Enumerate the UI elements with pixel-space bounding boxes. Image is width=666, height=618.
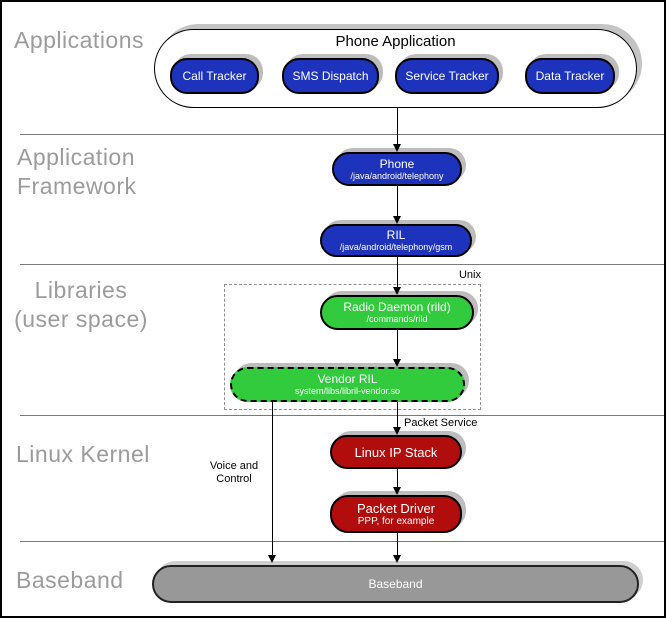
connector-ril-radiodaemon bbox=[397, 257, 398, 288]
node-vendor-ril: Vendor RIL system/libs/libril-vendor.so bbox=[230, 367, 465, 402]
node-vendor-ril-title: Vendor RIL bbox=[317, 372, 378, 386]
section-label-linux-kernel: Linux Kernel bbox=[16, 441, 150, 467]
connector-phoneapp-phone bbox=[397, 108, 398, 146]
arrowhead-baseband-packet bbox=[393, 555, 401, 563]
unix-dashed-box bbox=[224, 284, 481, 410]
node-service-tracker: Service Tracker bbox=[395, 58, 499, 94]
node-sms-dispatch: SMS Dispatch bbox=[282, 58, 379, 94]
arrowhead-baseband-voice bbox=[268, 555, 276, 563]
connector-phone-ril bbox=[397, 186, 398, 218]
section-label-libraries: Libraries (user space) bbox=[14, 277, 148, 332]
node-baseband-title: Baseband bbox=[368, 577, 423, 591]
arrowhead-phone bbox=[393, 144, 401, 152]
node-packet-driver-subtitle: PPP, for example bbox=[357, 515, 435, 527]
section-label-baseband: Baseband bbox=[16, 567, 124, 593]
arrowhead-ip-stack bbox=[393, 427, 401, 435]
phone-application-title: Phone Application bbox=[335, 33, 456, 50]
section-label-applications: Applications bbox=[14, 27, 145, 53]
connector-packet-service bbox=[397, 402, 398, 428]
node-phone: Phone /java/android/telephony bbox=[332, 152, 462, 186]
arrowhead-radio-daemon bbox=[393, 287, 401, 295]
node-radio-daemon-path: /commands/rild bbox=[366, 314, 428, 324]
node-linux-ip-stack-title: Linux IP Stack bbox=[354, 444, 438, 460]
node-ril-title: RIL bbox=[386, 228, 406, 242]
divider-applications-framework bbox=[20, 134, 664, 135]
connector-packetdriver-baseband bbox=[397, 533, 398, 556]
node-data-tracker: Data Tracker bbox=[525, 58, 615, 94]
divider-libraries-kernel bbox=[20, 415, 664, 416]
node-phone-path: /java/android/telephony bbox=[350, 170, 444, 181]
voice-control-label: Voice and Control bbox=[209, 460, 259, 485]
arrowhead-vendor-ril bbox=[393, 359, 401, 367]
node-linux-ip-stack: Linux IP Stack bbox=[330, 435, 462, 469]
node-packet-driver: Packet Driver PPP, for example bbox=[330, 495, 462, 533]
connector-ipstack-packetdriver bbox=[397, 469, 398, 488]
divider-kernel-baseband bbox=[20, 541, 664, 542]
unix-label: Unix bbox=[458, 269, 481, 281]
connector-radiodaemon-vendorril bbox=[397, 330, 398, 360]
node-radio-daemon: Radio Daemon (rild) /commands/rild bbox=[320, 295, 474, 330]
section-label-application-framework: Application Framework bbox=[17, 144, 137, 199]
arrowhead-packet-driver bbox=[393, 487, 401, 495]
node-phone-title: Phone bbox=[379, 156, 415, 171]
node-vendor-ril-path: system/libs/libril-vendor.so bbox=[294, 386, 401, 396]
node-packet-driver-title: Packet Driver bbox=[356, 500, 436, 516]
connector-voice-control bbox=[272, 402, 273, 556]
node-baseband: Baseband bbox=[152, 565, 639, 603]
node-call-tracker: Call Tracker bbox=[170, 58, 259, 94]
node-ril-path: /java/android/telephony/gsm bbox=[339, 242, 453, 252]
node-radio-daemon-title: Radio Daemon (rild) bbox=[343, 300, 451, 314]
packet-service-label: Packet Service bbox=[404, 417, 478, 429]
divider-framework-libraries bbox=[20, 264, 664, 265]
arrowhead-ril bbox=[393, 216, 401, 224]
node-ril: RIL /java/android/telephony/gsm bbox=[320, 224, 472, 257]
